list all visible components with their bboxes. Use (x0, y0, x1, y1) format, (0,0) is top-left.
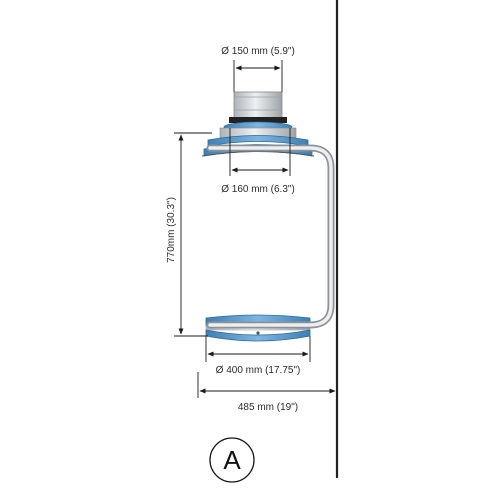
height-label: 770mm (30.3") (166, 197, 177, 263)
collar-diameter-label: Ø 160 mm (6.3") (221, 184, 295, 195)
dim-depth: 485 mm (19") (197, 372, 336, 413)
dim-base: Ø 400 mm (17.75") (205, 336, 311, 376)
dim-height: 770mm (30.3") (166, 132, 212, 337)
support-rod (206, 144, 335, 329)
variant-badge: A (209, 437, 255, 483)
top-pipe-diameter-label: Ø 150 mm (5.9") (221, 46, 295, 57)
depth-label: 485 mm (19") (238, 402, 298, 413)
base-diameter-label: Ø 400 mm (17.75") (216, 365, 301, 376)
variant-letter: A (223, 445, 241, 475)
dim-top-pipe: Ø 150 mm (5.9") (221, 46, 295, 92)
top-pipe (229, 91, 287, 123)
dim-collar: Ø 160 mm (6.3") (221, 128, 295, 195)
